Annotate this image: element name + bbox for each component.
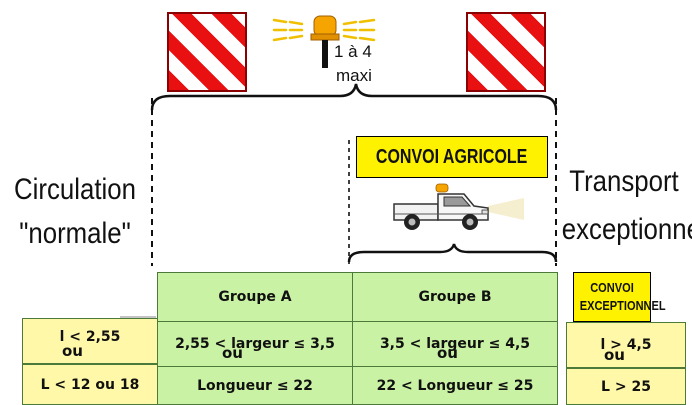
right-label-line2: exceptionnel [561,213,692,246]
group-b-label: Groupe B [418,289,492,305]
group-a-width-cell: 2,55 < largeur ≤ 3,5 [157,321,353,367]
normal-length-text: L < 12 ou 18 [40,376,140,393]
right-warning-panel [466,12,546,92]
group-b-width-text: 3,5 < largeur ≤ 4,5 [379,336,531,352]
group-a-length-text: Longueur ≤ 22 [197,377,313,394]
group-b-ou-connector: ou [437,344,458,362]
beacon-icon [272,15,376,68]
convoi-agricole-text: CONVOI AGRICOLE [376,146,528,168]
normal-width-text: l < 2,55 [59,329,121,345]
convoi-exceptionnel-line1: CONVOI [590,280,634,295]
beacon-count-label: 1 à 4 [334,42,372,61]
group-b-length-cell: 22 < Longueur ≤ 25 [352,366,558,405]
group-a-length-cell: Longueur ≤ 22 [157,366,353,405]
group-a-label: Groupe A [218,289,292,305]
exceptional-length-text: L > 25 [601,378,651,395]
convoi-exceptionnel-line2: EXCEPTIONNEL [579,298,666,313]
group-b-width-cell: 3,5 < largeur ≤ 4,5 [352,321,558,367]
group-a-ou-connector: ou [222,344,243,362]
pickup-truck-icon [393,183,524,230]
group-a-width-text: 2,55 < largeur ≤ 3,5 [175,336,335,352]
left-warning-panel [167,12,247,92]
beacon-maxi-label: maxi [336,66,372,85]
right-label-line1: Transport [569,165,679,198]
convoi-exceptionnel-sign: CONVOI EXCEPTIONNEL [573,272,666,322]
left-label-line1: Circulation [14,173,136,206]
group-b-length-text: 22 < Longueur ≤ 25 [376,377,534,394]
normal-length-cell: L < 12 ou 18 [22,364,158,405]
convoi-agricole-sign: CONVOI AGRICOLE [356,136,548,178]
normal-ou-connector: ou [62,342,83,360]
exceptional-width-cell: l > 4,5 [566,322,686,368]
exceptional-ou-connector: ou [604,346,625,364]
left-label-line2: "normale" [19,217,131,250]
exceptional-width-text: l > 4,5 [600,337,652,353]
exceptional-length-cell: L > 25 [566,368,686,405]
normal-width-cell: l < 2,55 [22,318,158,364]
group-a-header: Groupe A [157,272,353,322]
group-b-header: Groupe B [352,272,558,322]
